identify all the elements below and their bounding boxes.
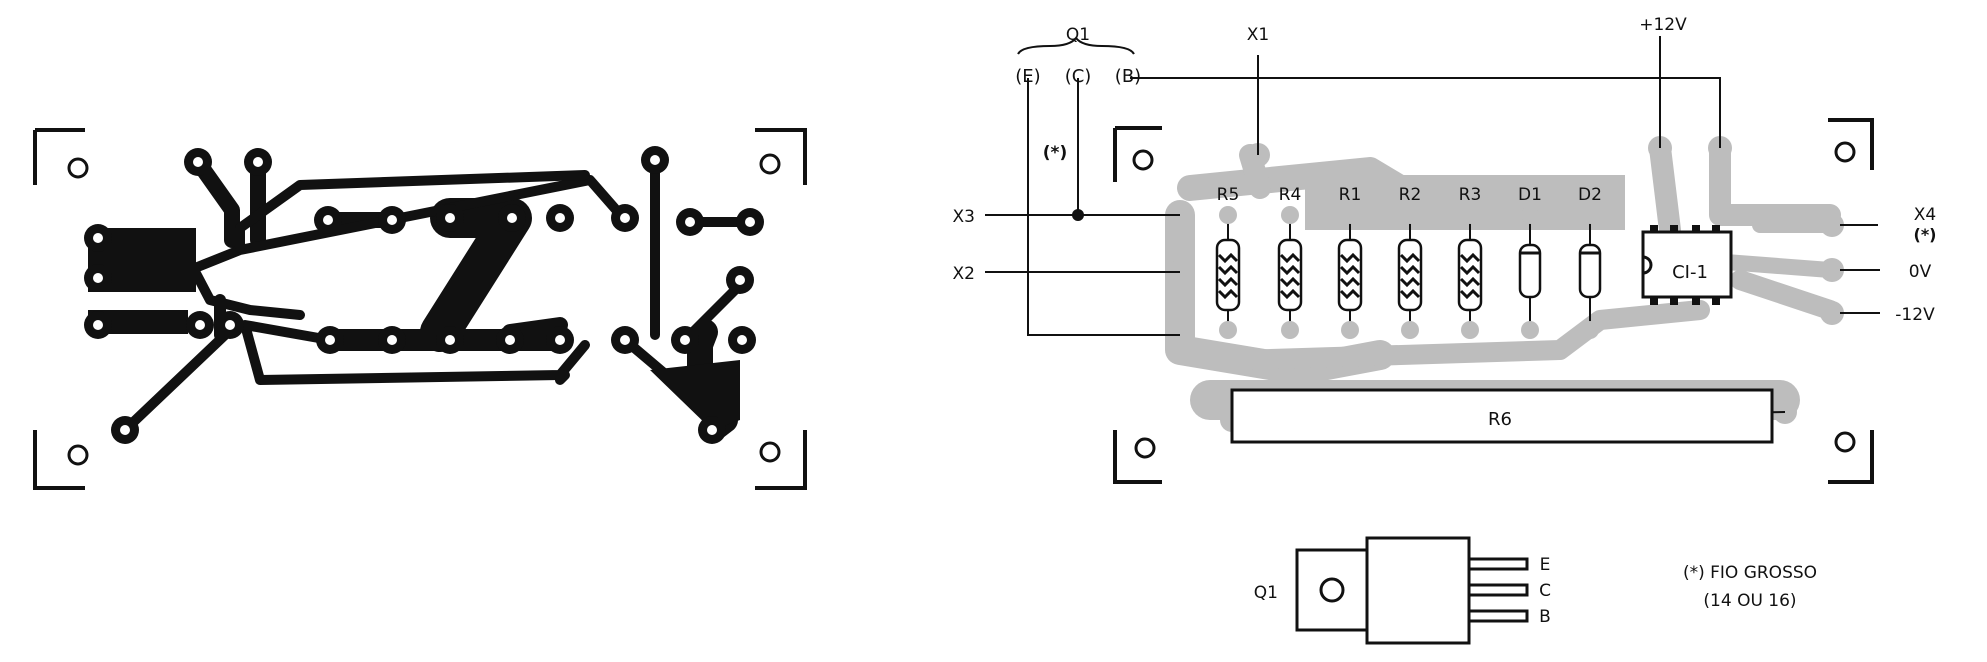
component-label-r5: R5 bbox=[1217, 185, 1240, 205]
mount-hole-tr-right bbox=[1834, 141, 1856, 163]
q1-lead-e-label: E bbox=[1540, 555, 1551, 575]
corner-mark-bl bbox=[33, 430, 85, 490]
corner-mark-br-right bbox=[1828, 430, 1874, 484]
thick-wire-junction bbox=[1072, 209, 1084, 221]
q1-lead-c-label: C bbox=[1539, 581, 1551, 601]
corner-mark-bl-right bbox=[1113, 430, 1162, 484]
r6-label: R6 bbox=[1488, 409, 1512, 430]
component-r5: R5 bbox=[1215, 185, 1241, 339]
component-r3: R3 bbox=[1457, 185, 1483, 339]
labels: Q1 (E) (C) (B) (*) X1 +12V X3 X2 X4 (*) … bbox=[953, 15, 1937, 627]
q1-package-drawing bbox=[1295, 536, 1529, 645]
component-r4: R4 bbox=[1277, 185, 1303, 339]
q1-pin-e-label: (E) bbox=[1015, 66, 1040, 87]
component-d1: D1 bbox=[1518, 185, 1542, 339]
component-d2: D2 bbox=[1578, 185, 1602, 339]
corner-mark-tl bbox=[33, 128, 85, 185]
component-label-r3: R3 bbox=[1459, 185, 1482, 205]
component-label-d2: D2 bbox=[1578, 185, 1602, 205]
pad-holes bbox=[93, 155, 755, 435]
x1-label: X1 bbox=[1247, 25, 1269, 45]
mount-hole-br bbox=[759, 441, 781, 463]
q1-package-label: Q1 bbox=[1254, 583, 1278, 603]
component-r1: R1 bbox=[1337, 185, 1363, 339]
q1-mount-hole bbox=[1319, 577, 1345, 603]
q1-pin-c-label: (C) bbox=[1065, 66, 1092, 87]
x2-label: X2 bbox=[953, 264, 975, 284]
component-label-d1: D1 bbox=[1518, 185, 1542, 205]
corner-mark-tr bbox=[755, 128, 807, 185]
component-r2: R2 bbox=[1397, 185, 1423, 339]
corner-mark-tr-right bbox=[1828, 118, 1874, 170]
q1-lead-b-label: B bbox=[1539, 607, 1551, 627]
mount-hole-bl bbox=[67, 444, 89, 466]
wiring-lines bbox=[985, 36, 1880, 336]
ic-label: CI-1 bbox=[1672, 262, 1708, 283]
plus12v-label: +12V bbox=[1639, 15, 1687, 35]
ic-package bbox=[1641, 225, 1733, 305]
zero-v-label: 0V bbox=[1909, 262, 1932, 282]
component-label-r1: R1 bbox=[1339, 185, 1362, 205]
minus12v-label: -12V bbox=[1895, 305, 1935, 325]
copper-fill-right bbox=[650, 360, 740, 430]
x4-note: (*) bbox=[1914, 225, 1937, 244]
r6-power-resistor bbox=[1230, 388, 1786, 444]
copper-side-board bbox=[33, 128, 807, 490]
mount-hole-br-right bbox=[1834, 431, 1856, 453]
mount-hole-tl bbox=[67, 157, 89, 179]
corner-mark-tl-right bbox=[1113, 126, 1162, 182]
corner-mark-br bbox=[755, 430, 807, 490]
component-label-r2: R2 bbox=[1399, 185, 1422, 205]
component-side-board: R5 R4 R1 R2 R3 D1 D2 bbox=[985, 36, 1880, 645]
mount-hole-tl-right bbox=[1132, 149, 1154, 171]
mount-hole-bl-right bbox=[1134, 437, 1156, 459]
x3-label: X3 bbox=[953, 207, 975, 227]
footnote-line2: (14 OU 16) bbox=[1703, 591, 1796, 611]
x4-label: X4 bbox=[1914, 205, 1936, 225]
components-row: R5 R4 R1 R2 R3 D1 D2 bbox=[1215, 185, 1602, 339]
q1-pin-b-label: (B) bbox=[1115, 66, 1141, 87]
mount-hole-tr bbox=[759, 153, 781, 175]
q1-label: Q1 bbox=[1066, 25, 1090, 45]
copper-traces bbox=[120, 154, 755, 443]
component-label-r4: R4 bbox=[1279, 185, 1302, 205]
thick-wire-marker: (*) bbox=[1043, 143, 1067, 163]
solder-pads bbox=[84, 146, 764, 444]
footnote-line1: (*) FIO GROSSO bbox=[1683, 563, 1817, 583]
